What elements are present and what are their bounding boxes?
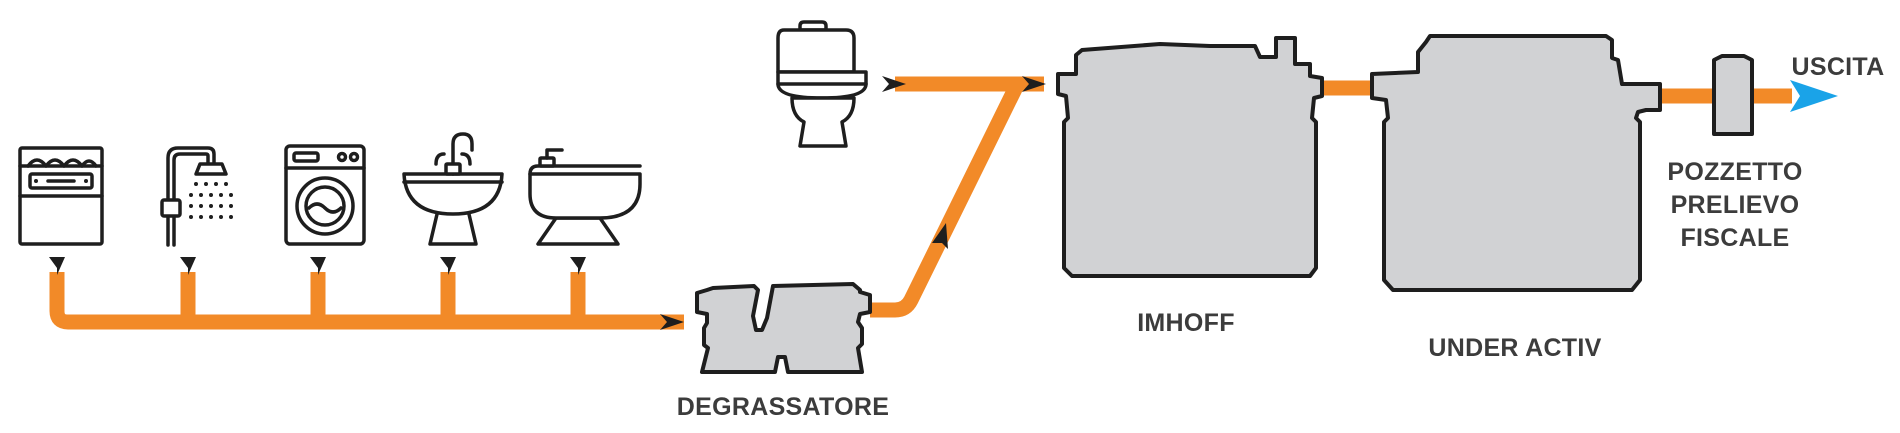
arrow-shower-icon xyxy=(180,257,196,275)
arrow-bidet-icon xyxy=(570,257,586,275)
toilet-icon xyxy=(776,20,868,148)
pozzetto-tank xyxy=(1712,54,1754,136)
label-pozzetto-line1: POZZETTO xyxy=(1667,158,1802,186)
label-under-activ: UNDER ACTIV xyxy=(1428,334,1601,362)
pipes xyxy=(49,76,1792,330)
outlet-arrow-icon xyxy=(1790,80,1838,112)
arrow-degrassatore-inlet-icon xyxy=(660,314,684,330)
arrow-sink-icon xyxy=(440,257,456,275)
shower-icon xyxy=(160,146,233,247)
arrow-imhoff-inlet-icon xyxy=(1022,76,1046,92)
arrow-toilet-outlet-icon xyxy=(882,76,906,92)
label-degrassatore: DEGRASSATORE xyxy=(677,393,889,421)
sink-icon xyxy=(402,132,504,246)
underactiv-tank xyxy=(1370,34,1662,292)
washing-machine-icon xyxy=(284,144,366,246)
bidet-icon xyxy=(528,148,642,246)
dishwasher-icon xyxy=(18,146,104,246)
flow-arrows xyxy=(49,76,1046,330)
labels: DEGRASSATORE IMHOFF UNDER ACTIV POZZETTO… xyxy=(677,53,1885,421)
label-pozzetto-line2: PRELIEVO xyxy=(1671,191,1800,219)
arrow-washing-machine-icon xyxy=(310,257,326,275)
label-pozzetto-line3: FISCALE xyxy=(1680,224,1789,252)
label-imhoff: IMHOFF xyxy=(1137,309,1235,337)
label-uscita: USCITA xyxy=(1792,53,1885,81)
degrassatore-tank xyxy=(695,282,872,374)
arrow-riser-icon xyxy=(932,223,948,249)
collector-pipe xyxy=(49,272,684,330)
arrow-dishwasher-icon xyxy=(49,257,65,275)
imhoff-tank xyxy=(1056,36,1324,278)
degrassatore-outlet-pipe xyxy=(870,83,1023,318)
